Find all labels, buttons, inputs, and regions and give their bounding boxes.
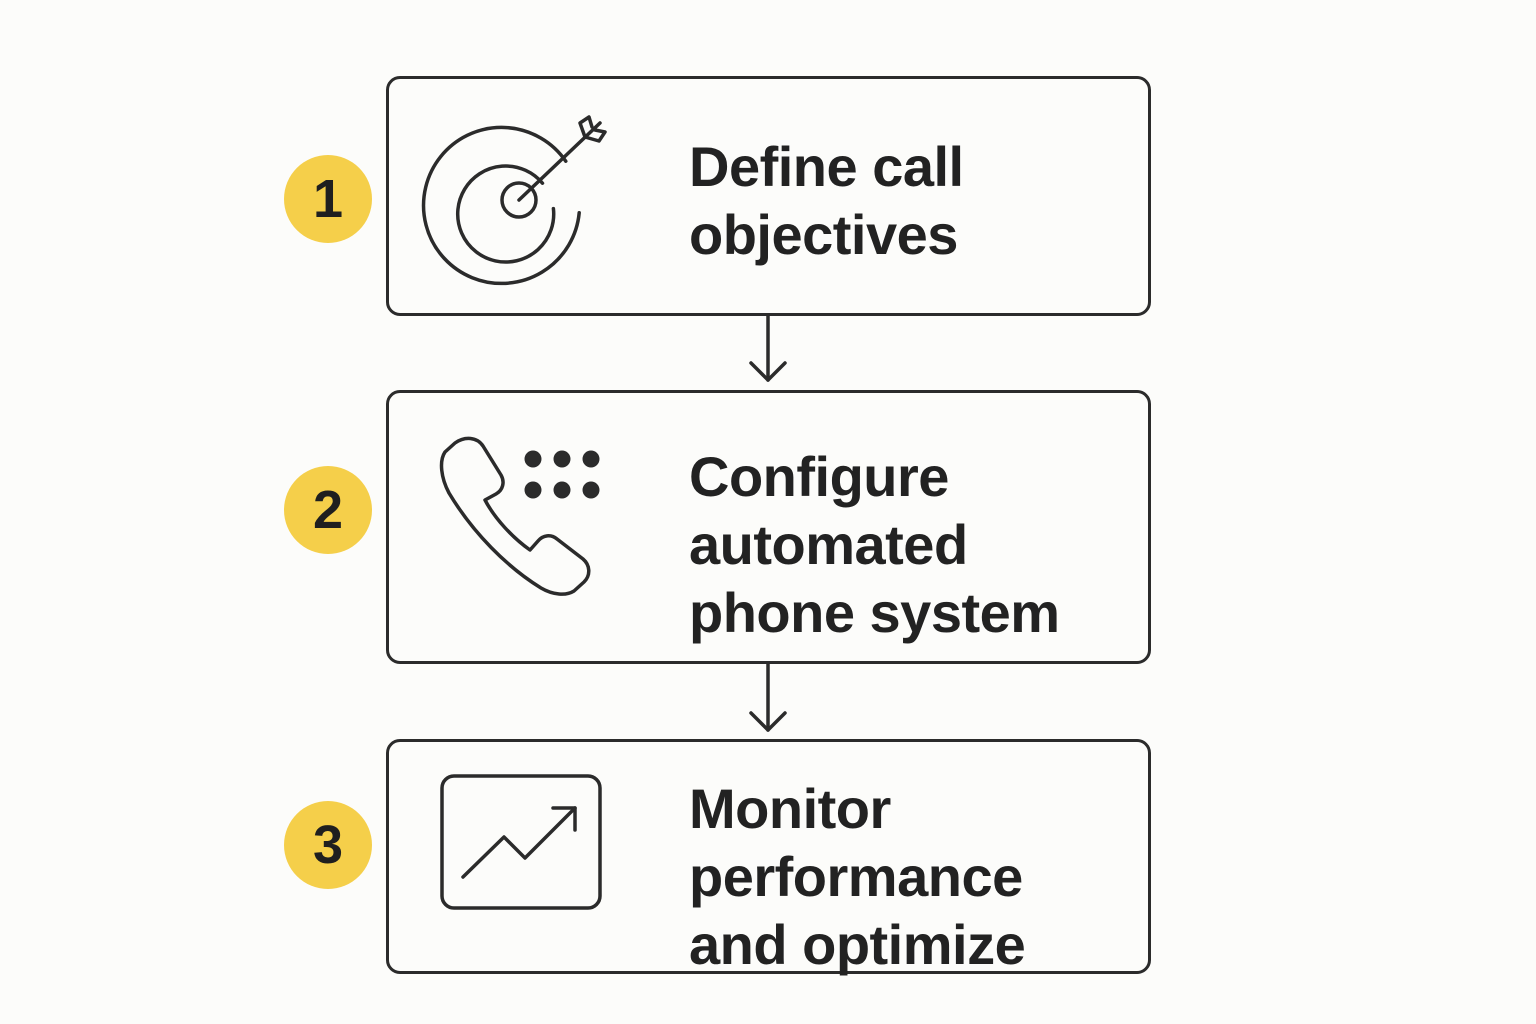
step-number-badge-1: 1 bbox=[284, 155, 372, 243]
step-text-define-objectives: Define call objectives bbox=[689, 135, 964, 266]
step-text-monitor-performance: Monitor performance and optimize bbox=[689, 777, 1026, 976]
down-arrow-icon bbox=[749, 314, 787, 382]
step-box-configure-phone-system: Configure automated phone system bbox=[386, 390, 1151, 664]
step-number-badge-3: 3 bbox=[284, 801, 372, 889]
target-arrow-icon bbox=[421, 115, 607, 286]
trending-chart-icon bbox=[440, 774, 602, 910]
step-box-monitor-performance: Monitor performance and optimize bbox=[386, 739, 1151, 976]
phone-keypad-icon bbox=[439, 436, 600, 596]
down-arrow-icon bbox=[749, 662, 787, 732]
step-box-define-objectives: Define call objectives bbox=[386, 76, 1151, 316]
step-text-configure-phone-system: Configure automated phone system bbox=[689, 445, 1060, 644]
step-number-badge-2: 2 bbox=[284, 466, 372, 554]
